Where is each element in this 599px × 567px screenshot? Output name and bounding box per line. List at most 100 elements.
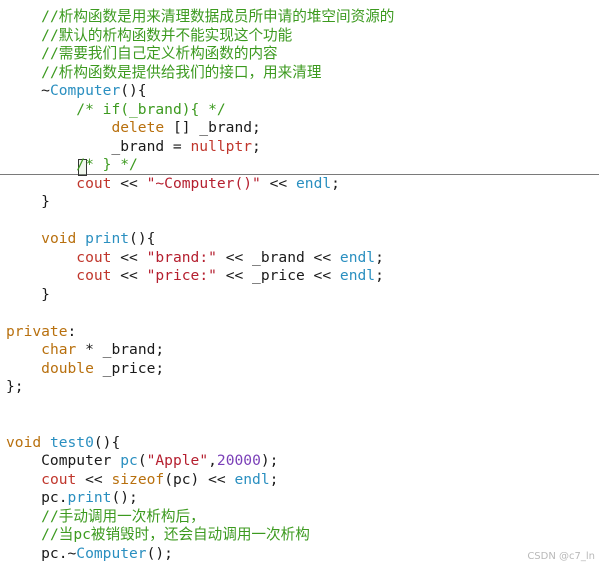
code-token <box>6 64 41 81</box>
code-token: void <box>41 230 77 247</box>
code-token: delete <box>111 119 165 136</box>
code-token: Computer <box>6 452 121 469</box>
code-token <box>6 119 111 136</box>
code-token <box>6 471 41 488</box>
code-token: "Apple" <box>146 452 209 469</box>
code-token: (); <box>146 544 173 562</box>
code-token: sizeof <box>111 470 165 488</box>
code-line: _brand = nullptr; <box>6 138 394 157</box>
code-line: pc.~Computer(); <box>6 545 394 564</box>
code-line <box>6 304 394 323</box>
code-token <box>6 101 76 118</box>
code-token: }; <box>6 378 24 395</box>
code-token: (){ <box>129 230 156 247</box>
code-line: //析构函数是提供给我们的接口，用来清理 <box>6 64 394 83</box>
code-token: << <box>111 267 147 284</box>
code-token: //手动调用一次析构后， <box>41 507 205 525</box>
code-token: } <box>6 193 50 210</box>
code-line: private: <box>6 323 394 342</box>
code-token: ; <box>269 470 279 488</box>
code-line: ~Computer(){ <box>6 82 394 101</box>
code-token: "~Computer()" <box>146 174 261 192</box>
code-token: //需要我们自己定义析构函数的内容 <box>41 45 278 62</box>
watermark: CSDN @c7_ln <box>527 551 595 562</box>
code-token: test0 <box>49 433 94 451</box>
code-line: char * _brand; <box>6 341 394 360</box>
code-token: ); <box>260 452 279 469</box>
code-token: ; <box>375 248 384 266</box>
code-token <box>6 526 41 543</box>
code-token: (){ <box>93 433 121 451</box>
code-token: Computer <box>49 82 121 99</box>
code-line: cout << sizeof(pc) << endl; <box>6 471 394 490</box>
code-token: ~ <box>6 82 50 99</box>
code-token: << <box>111 174 147 192</box>
code-token <box>6 360 41 377</box>
code-token: print <box>67 489 112 506</box>
code-token: ; <box>375 267 384 284</box>
code-token: _brand = <box>6 137 191 155</box>
code-token: //析构函数是提供给我们的接口，用来清理 <box>41 63 322 81</box>
code-token: /* } */ <box>76 156 138 173</box>
code-token <box>6 156 76 173</box>
code-token: ; <box>252 137 261 155</box>
code-token: Computer <box>76 544 147 562</box>
code-line <box>6 397 394 416</box>
code-line: cout << "price:" << _price << endl; <box>6 267 394 286</box>
code-line: cout << "brand:" << _brand << endl; <box>6 249 394 268</box>
code-token <box>6 8 41 25</box>
code-token <box>6 267 76 284</box>
current-line-indicator <box>0 174 599 175</box>
code-line: //默认的析构函数并不能实现这个功能 <box>6 27 394 46</box>
code-token: private <box>6 322 68 340</box>
code-line: /* } */ <box>6 156 394 175</box>
code-token: ( <box>137 452 147 469</box>
code-token: (); <box>111 489 138 506</box>
code-token: ; <box>331 174 340 192</box>
code-token <box>6 341 41 358</box>
code-token: //当pc被销毁时，还会自动调用一次析构 <box>41 526 310 543</box>
code-token <box>76 230 85 247</box>
code-token: endl <box>339 248 376 266</box>
code-line: } <box>6 193 394 212</box>
code-token: "brand:" <box>146 248 217 266</box>
code-token: pc <box>120 452 138 469</box>
code-token: << <box>111 248 147 266</box>
code-token: cout <box>41 470 77 488</box>
code-token: char <box>41 341 77 358</box>
code-line <box>6 212 394 231</box>
code-token <box>6 508 41 525</box>
code-token: void <box>6 433 42 451</box>
code-token: print <box>85 230 130 247</box>
code-token <box>6 249 76 266</box>
code-line: } <box>6 286 394 305</box>
code-line: //需要我们自己定义析构函数的内容 <box>6 45 394 64</box>
code-token: << <box>260 174 296 192</box>
code-token <box>6 175 76 192</box>
code-token: : <box>67 322 77 340</box>
code-line: /* if(_brand){ */ <box>6 101 394 120</box>
code-token: << <box>76 470 112 488</box>
code-token <box>6 230 41 247</box>
code-token: pc.~ <box>6 544 77 562</box>
code-line <box>6 415 394 434</box>
code-token: << _brand << <box>216 248 340 266</box>
code-token: //默认的析构函数并不能实现这个功能 <box>41 26 293 44</box>
code-line: Computer pc("Apple",20000); <box>6 452 394 471</box>
code-line: cout << "~Computer()" << endl; <box>6 175 394 194</box>
code-token: 20000 <box>216 452 261 469</box>
code-token: * _brand; <box>76 341 165 358</box>
code-line: void print(){ <box>6 230 394 249</box>
code-text[interactable]: //析构函数是用来清理数据成员所申请的堆空间资源的 //默认的析构函数并不能实现… <box>6 8 394 563</box>
code-token <box>6 27 41 44</box>
code-token: _price; <box>93 359 165 377</box>
code-line: //析构函数是用来清理数据成员所申请的堆空间资源的 <box>6 8 394 27</box>
code-token: (pc) << <box>164 470 235 488</box>
code-token: endl <box>339 267 376 284</box>
code-line: //手动调用一次析构后， <box>6 508 394 527</box>
code-line: }; <box>6 378 394 397</box>
code-token <box>41 434 50 451</box>
code-token <box>6 45 41 62</box>
code-token: "price:" <box>146 267 217 284</box>
